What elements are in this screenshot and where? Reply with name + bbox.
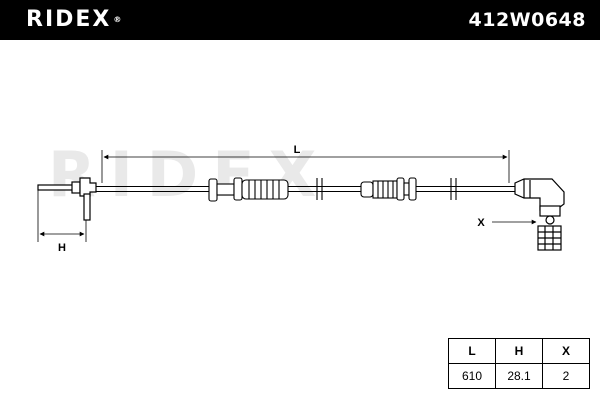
dimensions-header-row: L H X bbox=[448, 338, 590, 364]
brand-logo: RIDEX® bbox=[26, 4, 121, 36]
height-dimension: H bbox=[37, 190, 87, 254]
sensor-probe bbox=[37, 177, 97, 221]
dimensions-header-height: H bbox=[495, 338, 543, 364]
connector-plug bbox=[514, 178, 565, 251]
part-number: 412W0648 bbox=[468, 9, 586, 31]
height-label: H bbox=[58, 242, 66, 254]
dimensions-table: L H X 610 28.1 2 bbox=[448, 338, 590, 389]
probe-tip bbox=[37, 184, 75, 191]
dimensions-value-offset: 2 bbox=[542, 363, 590, 389]
length-label: L bbox=[294, 144, 301, 156]
probe-head bbox=[79, 177, 97, 197]
cable bbox=[96, 185, 515, 193]
dimensions-value-height: 28.1 bbox=[495, 363, 543, 389]
connector-housing bbox=[514, 178, 565, 211]
mounting-bracket bbox=[83, 193, 91, 221]
connector-latch-hole bbox=[545, 215, 555, 225]
registered-mark: ® bbox=[113, 15, 122, 24]
length-dimension: L bbox=[101, 144, 510, 183]
cable-grommet-right bbox=[360, 177, 417, 201]
offset-label: X bbox=[477, 217, 485, 229]
cable-clip-marks bbox=[316, 178, 457, 200]
dimensions-header-offset: X bbox=[542, 338, 590, 364]
probe-collar bbox=[71, 181, 81, 194]
dimensions-header-length: L bbox=[448, 338, 496, 364]
dimensions-value-length: 610 bbox=[448, 363, 496, 389]
offset-dimension: X bbox=[477, 217, 537, 229]
dimensions-value-row: 610 28.1 2 bbox=[448, 363, 590, 389]
connector-latch bbox=[539, 205, 561, 217]
brand-name: RIDEX bbox=[26, 7, 112, 32]
header-bar: RIDEX® 412W0648 bbox=[0, 0, 600, 40]
cable-grommet-left bbox=[208, 177, 289, 202]
